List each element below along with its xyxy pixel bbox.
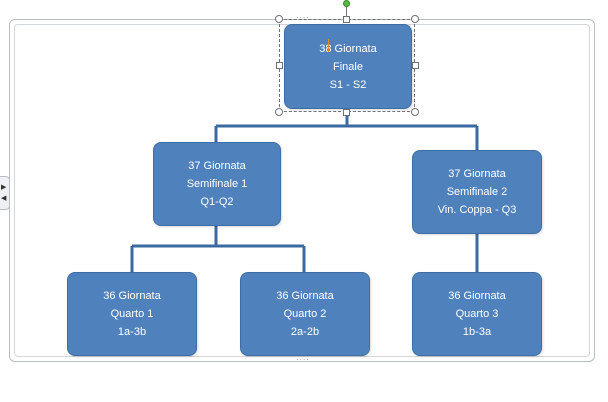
node-finale-line2: Finale <box>333 60 363 73</box>
node-quarto3-line2: Quarto 3 <box>455 308 499 320</box>
frame-top-grip[interactable]: ···· <box>296 14 310 22</box>
node-finale-line1: 38 Giornata <box>319 42 377 55</box>
resize-handle-top[interactable] <box>343 16 350 23</box>
node-quarto2-line1: 36 Giornata <box>276 290 334 302</box>
rotation-stem <box>346 5 347 17</box>
resize-handle-right[interactable] <box>412 62 419 69</box>
resize-handle-left[interactable] <box>276 62 283 69</box>
node-quarto2-line3: 2a-2b <box>290 326 320 338</box>
node-quarto2-line2: Quarto 2 <box>283 308 327 320</box>
resize-handle-bottom-right[interactable] <box>411 108 419 116</box>
node-quarto1-line2: Quarto 1 <box>110 308 154 320</box>
node-quarto3-line1: 36 Giornata <box>448 290 506 302</box>
text-pane-toggle[interactable]: ▶ ◀ <box>0 176 10 210</box>
node-semi2-line1: 37 Giornata <box>448 168 506 180</box>
node-quarto1-line1: 36 Giornata <box>103 290 161 302</box>
resize-handle-top-right[interactable] <box>411 15 419 23</box>
node-quarto-1[interactable]: 36 Giornata Quarto 1 1a-3b <box>67 272 197 356</box>
node-quarto-2[interactable]: 36 Giornata Quarto 2 2a-2b <box>240 272 370 356</box>
node-finale[interactable]: 38 Giornata Finale S1 - S2 <box>284 24 412 109</box>
node-semi1-line1: 37 Giornata <box>188 160 246 172</box>
node-semi2-line3: Vin. Coppa - Q3 <box>437 204 517 216</box>
node-semifinale-2[interactable]: 37 Giornata Semifinale 2 Vin. Coppa - Q3 <box>412 150 542 234</box>
node-finale-line3: S1 - S2 <box>329 78 367 91</box>
node-quarto3-line3: 1b-3a <box>462 326 492 338</box>
chevron-left-icon: ◀ <box>1 194 7 202</box>
chevron-right-icon: ▶ <box>1 183 7 191</box>
node-semifinale-1[interactable]: 37 Giornata Semifinale 1 Q1-Q2 <box>153 142 281 226</box>
node-quarto1-line3: 1a-3b <box>117 326 147 338</box>
resize-handle-bottom-left[interactable] <box>275 108 283 116</box>
node-semi1-line3: Q1-Q2 <box>200 196 234 208</box>
node-quarto-3[interactable]: 36 Giornata Quarto 3 1b-3a <box>412 272 542 356</box>
frame-bottom-grip[interactable]: ···· <box>296 356 310 364</box>
node-semi2-line2: Semifinale 2 <box>446 186 508 198</box>
rotate-handle-icon[interactable] <box>343 0 350 7</box>
node-semi1-line2: Semifinale 1 <box>186 178 248 190</box>
resize-handle-bottom[interactable] <box>343 109 350 116</box>
text-cursor <box>328 39 329 52</box>
resize-handle-top-left[interactable] <box>275 15 283 23</box>
